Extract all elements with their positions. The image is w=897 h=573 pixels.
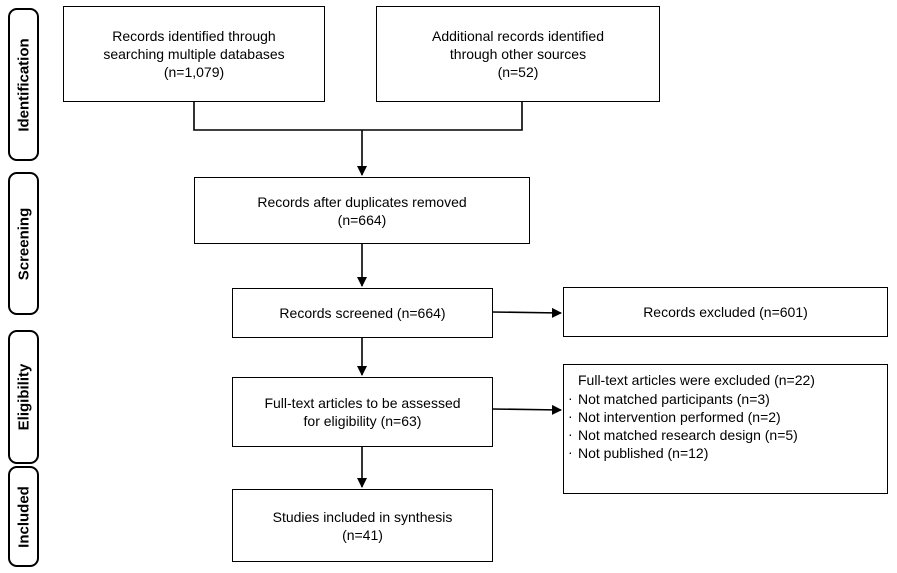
stage-tab-screening: Screening	[8, 172, 39, 315]
box-text-line: Records after duplicates removed	[257, 193, 467, 210]
exclusion-reason-item: Not matched research design (n=5)	[568, 425, 798, 444]
exclusion-reason-item: Not matched participants (n=3)	[568, 389, 770, 408]
arrow-to-fulltext-excluded	[491, 404, 562, 415]
fulltext-excluded-title: Full-text articles were excluded (n=22)	[578, 372, 815, 388]
additional-records-box: Additional records identified through ot…	[376, 6, 660, 102]
studies-included-box: Studies included in synthesis (n=41)	[232, 489, 493, 562]
stage-label-eligibility: Eligibility	[15, 363, 32, 431]
records-identified-databases-box: Records identified through searching mul…	[63, 6, 325, 102]
box-count: (n=41)	[342, 526, 383, 543]
box-text-line: Records excluded (n=601)	[643, 304, 808, 320]
stage-tab-identification: Identification	[8, 8, 39, 161]
fulltext-excluded-box: Full-text articles were excluded (n=22) …	[563, 364, 888, 494]
box-count: (n=52)	[497, 64, 539, 80]
box-count: (n=664)	[337, 211, 387, 228]
exclusion-reason-item: Not intervention performed (n=2)	[568, 407, 781, 426]
records-screened-box: Records screened (n=664)	[232, 288, 493, 338]
box-text-line: through other sources	[449, 46, 587, 62]
stage-label-identification: Identification	[15, 37, 32, 132]
box-text-line: Records screened (n=664)	[279, 305, 446, 321]
box-text-line: for eligibility (n=63)	[303, 413, 422, 429]
arrow-to-records-excluded	[491, 307, 562, 318]
box-text-line: Studies included in synthesis	[272, 508, 453, 525]
box-text-line: Full-text articles to be assessed	[264, 395, 461, 411]
records-excluded-box: Records excluded (n=601)	[563, 287, 888, 337]
stage-label-included: Included	[15, 485, 32, 548]
box-text-line: searching multiple databases	[103, 46, 285, 62]
box-text-line: Records identified through	[112, 28, 276, 44]
duplicates-removed-box: Records after duplicates removed (n=664)	[194, 177, 530, 244]
box-text-line: Additional records identified	[432, 28, 604, 44]
fulltext-assessment-box: Full-text articles to be assessed for el…	[232, 377, 493, 447]
exclusion-reason-item: Not published (n=12)	[568, 443, 708, 462]
stage-label-screening: Screening	[15, 207, 32, 280]
merge-connector	[193, 101, 523, 131]
box-count: (n=1,079)	[163, 64, 225, 80]
stage-tab-included: Included	[8, 466, 39, 567]
stage-tab-eligibility: Eligibility	[8, 330, 39, 464]
